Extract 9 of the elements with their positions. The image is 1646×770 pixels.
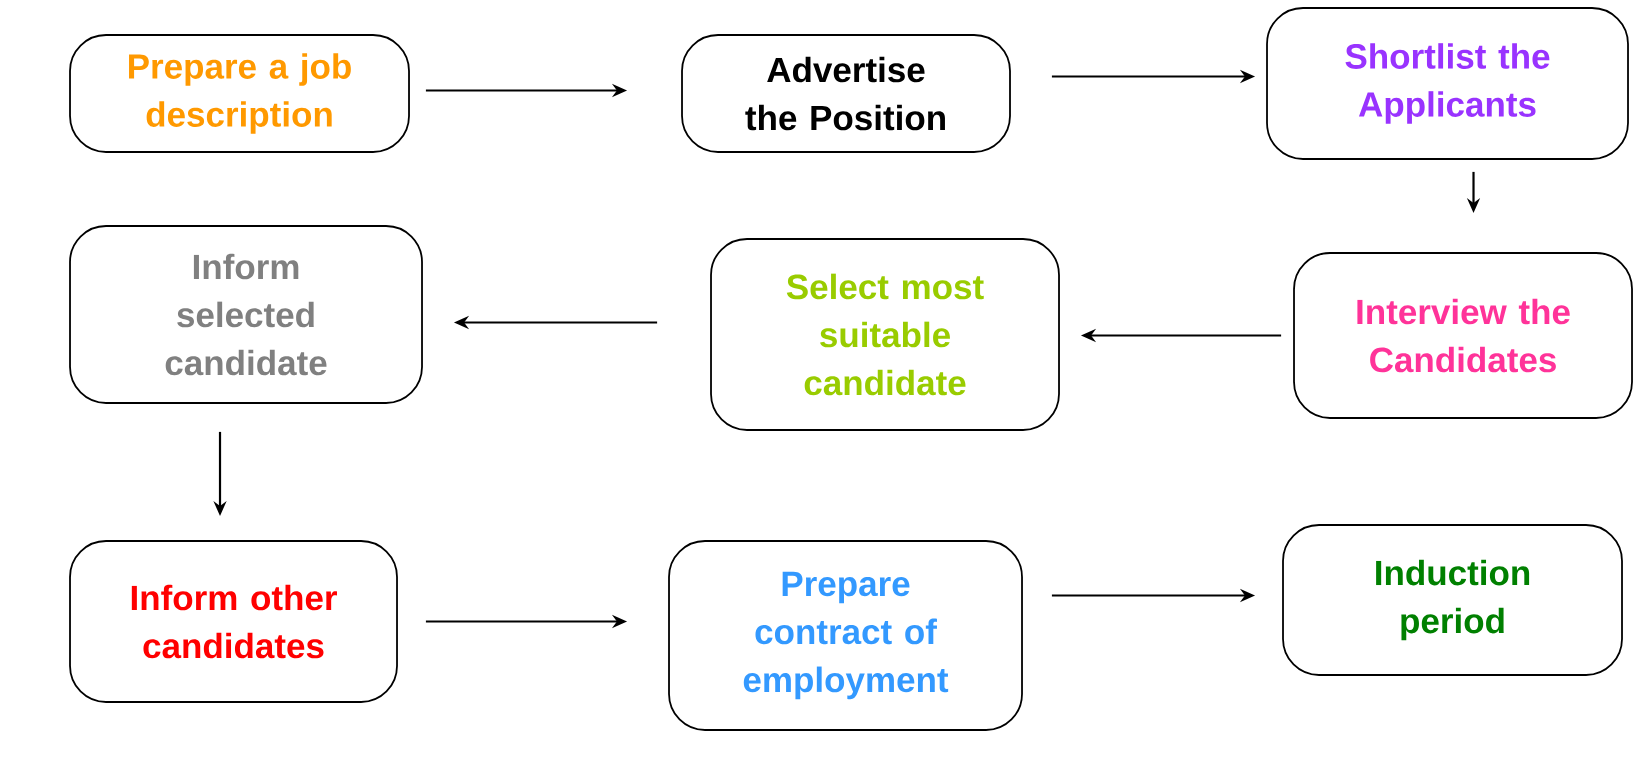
process-box: Inform other candidates [69, 540, 398, 703]
process-box: Interview the Candidates [1293, 252, 1633, 419]
process-box: Prepare a job description [69, 34, 410, 153]
process-box: Select most suitable candidate [710, 238, 1060, 431]
process-box: Prepare contract of employment [668, 540, 1023, 731]
process-box: Advertise the Position [681, 34, 1011, 153]
process-box: Shortlist the Applicants [1266, 7, 1629, 160]
process-box: Induction period [1282, 524, 1623, 676]
process-box: Inform selected candidate [69, 225, 423, 404]
